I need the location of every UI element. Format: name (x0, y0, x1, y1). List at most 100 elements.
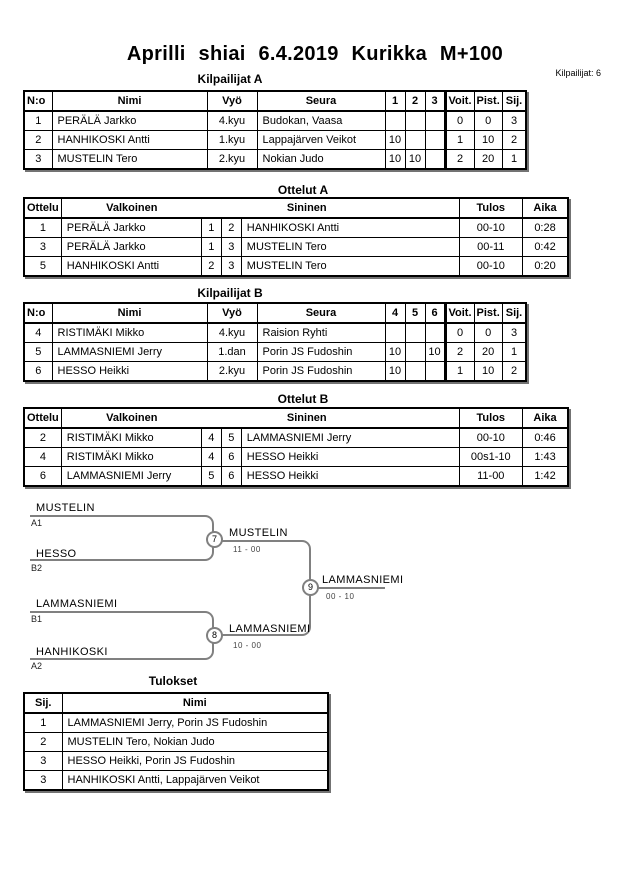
cell-voit: 0 (443, 322, 475, 343)
cell-pist: 20 (473, 342, 503, 362)
col-header-sij: Sij. (501, 91, 526, 112)
cell-aika: 1:43 (521, 447, 568, 467)
table-row: 2 MUSTELIN Tero, Nokian Judo (24, 732, 328, 752)
bracket-winner-name: LAMMASNIEMI (229, 623, 311, 635)
cell-voit: 0 (443, 110, 475, 131)
table-header-row: N:o Nimi Vyö Seura 1 2 3 Voit. Pist. Sij… (24, 91, 526, 112)
cell-m1: 10 (384, 149, 406, 169)
cell-sij: 2 (24, 732, 63, 752)
cell-sij: 1 (24, 712, 63, 733)
cell-valkoinen: HANHIKOSKI Antti (60, 256, 202, 276)
cell-no: 2 (24, 130, 53, 150)
cell-m1: 10 (384, 361, 406, 381)
bracket-match-number-circle: 7 (206, 531, 223, 548)
cell-sij: 3 (24, 770, 63, 790)
table-row: 2 RISTIMÄKI Mikko 4 5 LAMMASNIEMI Jerry … (24, 427, 568, 448)
cell-sininen: LAMMASNIEMI Jerry (240, 427, 460, 448)
cell-pist: 10 (473, 361, 503, 381)
table-tulokset: Sij. Nimi 1 LAMMASNIEMI Jerry, Porin JS … (23, 692, 329, 791)
cell-vyo: 2.kyu (206, 361, 258, 381)
cell-aika: 1:42 (521, 466, 568, 486)
cell-sininen-no: 3 (220, 256, 242, 276)
cell-m1 (384, 322, 406, 343)
col-header-nimi: Nimi (61, 693, 328, 714)
table-row: 3 HESSO Heikki, Porin JS Fudoshin (24, 751, 328, 771)
bracket-player-name: LAMMASNIEMI (36, 598, 118, 610)
cell-valkoinen: PERÄLÄ Jarkko (60, 237, 202, 257)
bracket-match-number-circle: 9 (302, 579, 319, 596)
cell-valkoinen: PERÄLÄ Jarkko (60, 217, 202, 238)
table-row: 6 HESSO Heikki 2.kyu Porin JS Fudoshin 1… (24, 361, 526, 381)
col-header-aika: Aika (521, 198, 568, 219)
cell-sininen-no: 3 (220, 237, 242, 257)
table-row: 1 LAMMASNIEMI Jerry, Porin JS Fudoshin (24, 712, 328, 733)
cell-tulos: 00s1-10 (458, 447, 523, 467)
col-header-seura: Seura (256, 91, 386, 112)
bracket-seed-label: A2 (31, 661, 43, 671)
cell-aika: 0:28 (521, 217, 568, 238)
cell-tulos: 11-00 (458, 466, 523, 486)
cell-sininen: MUSTELIN Tero (240, 256, 460, 276)
cell-no: 6 (24, 361, 53, 381)
cell-m3 (424, 322, 446, 343)
bracket-seed-label: A1 (31, 518, 43, 528)
cell-nimi: HANHIKOSKI Antti (51, 130, 208, 150)
cell-valkoinen-no: 1 (200, 217, 222, 238)
cell-valkoinen-no: 1 (200, 237, 222, 257)
table-row: 4 RISTIMÄKI Mikko 4.kyu Raision Ryhti 0 … (24, 322, 526, 343)
bracket-seed-label: B1 (31, 614, 43, 624)
table-row: 4 RISTIMÄKI Mikko 4 6 HESSO Heikki 00s1-… (24, 447, 568, 467)
bracket-winner-name: MUSTELIN (229, 527, 288, 539)
col-header-match6: 6 (424, 303, 446, 324)
table-row: 1 PERÄLÄ Jarkko 1 2 HANHIKOSKI Antti 00-… (24, 217, 568, 238)
col-header-aika: Aika (521, 408, 568, 429)
cell-voit: 1 (443, 130, 475, 150)
cell-pist: 10 (473, 130, 503, 150)
col-header-ottelu: Ottelu (24, 198, 62, 219)
bracket-match-number-circle: 8 (206, 627, 223, 644)
cell-pist: 20 (473, 149, 503, 169)
cell-m3 (424, 361, 446, 381)
cell-sininen: HESSO Heikki (240, 447, 460, 467)
col-header-match1: 1 (384, 91, 406, 112)
cell-pist: 0 (473, 110, 503, 131)
competitors-count: Kilpailijat: 6 (555, 68, 601, 78)
cell-ottelu-no: 5 (24, 256, 62, 276)
cell-valkoinen-no: 5 (200, 466, 222, 486)
cell-seura: Porin JS Fudoshin (256, 342, 386, 362)
cell-no: 3 (24, 149, 53, 169)
table-row: 3 HANHIKOSKI Antti, Lappajärven Veikot (24, 770, 328, 790)
col-header-match2: 2 (404, 91, 426, 112)
col-header-voit: Voit. (443, 303, 475, 324)
col-header-match4: 4 (384, 303, 406, 324)
cell-sij: 1 (501, 149, 526, 169)
cell-no: 4 (24, 322, 53, 343)
cell-m3 (424, 149, 446, 169)
cell-m2 (404, 110, 426, 131)
col-header-ottelu: Ottelu (24, 408, 62, 429)
cell-vyo: 1.kyu (206, 130, 258, 150)
bracket-final-connector (216, 540, 311, 636)
cell-sininen-no: 2 (220, 217, 242, 238)
cell-seura: Porin JS Fudoshin (256, 361, 386, 381)
cell-ottelu-no: 2 (24, 427, 62, 448)
cell-sij: 1 (501, 342, 526, 362)
bracket-player-name: MUSTELIN (36, 502, 95, 514)
cell-sininen: HESSO Heikki (240, 466, 460, 486)
cell-tulos: 00-11 (458, 237, 523, 257)
table-row: 3 MUSTELIN Tero 2.kyu Nokian Judo 10 10 … (24, 149, 526, 169)
col-header-sij: Sij. (24, 693, 63, 714)
col-header-match5: 5 (404, 303, 426, 324)
cell-seura: Lappajärven Veikot (256, 130, 386, 150)
col-header-sij: Sij. (501, 303, 526, 324)
section-title-kilpailijat-b: Kilpailijat B (197, 286, 263, 300)
cell-aika: 0:46 (521, 427, 568, 448)
cell-nimi: RISTIMÄKI Mikko (51, 322, 208, 343)
col-header-no: N:o (24, 91, 53, 112)
bracket-champion-name: LAMMASNIEMI (322, 574, 404, 586)
col-header-no: N:o (24, 303, 53, 324)
cell-sij: 2 (501, 361, 526, 381)
